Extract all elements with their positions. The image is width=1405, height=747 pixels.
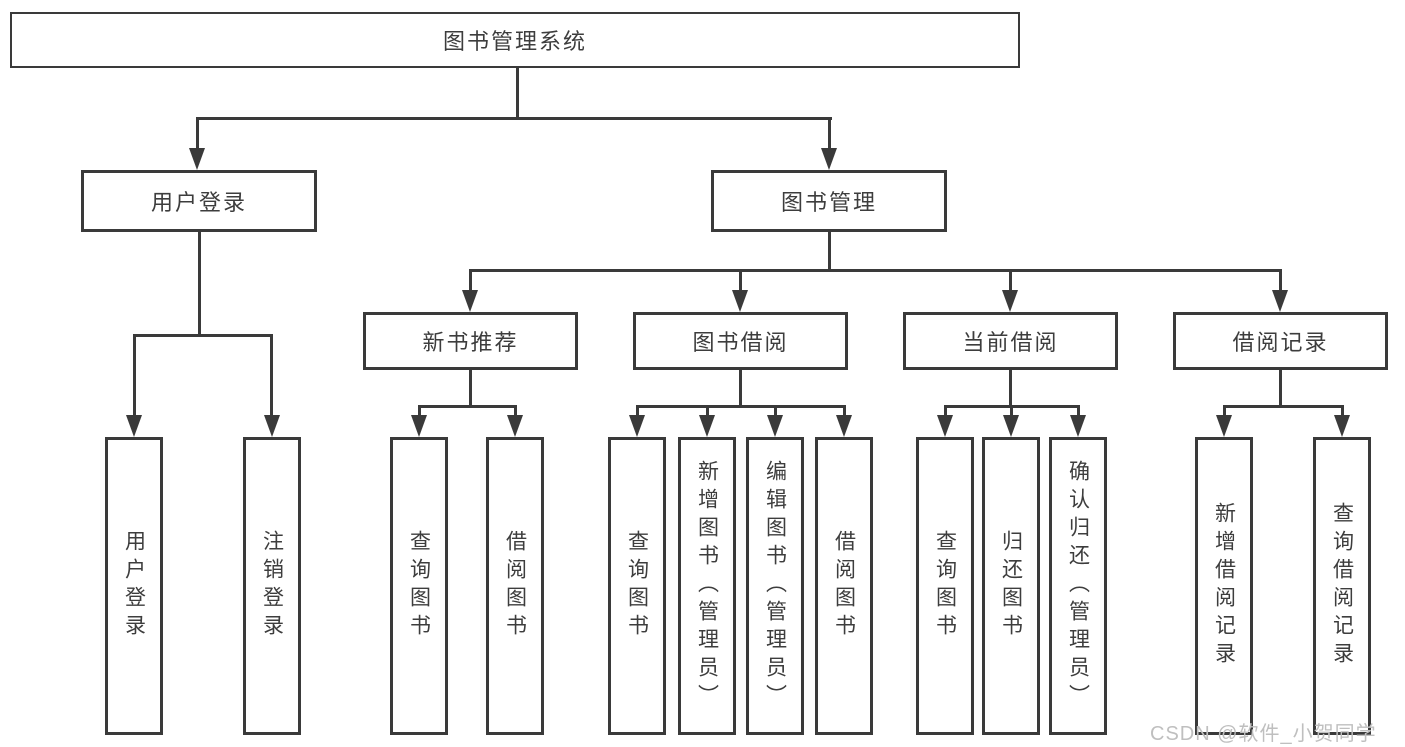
connector-bus (196, 117, 832, 120)
arrowhead-down-icon (411, 415, 427, 437)
leaf-user-login: 用户登录 (105, 437, 163, 735)
connector-stem (516, 68, 519, 120)
arrowhead-down-icon (1216, 415, 1232, 437)
connector-drop (270, 335, 273, 417)
arrowhead-down-icon (1070, 415, 1086, 437)
connector-drop (1223, 406, 1226, 418)
leaf-query-books-borrow: 查询图书 (608, 437, 666, 735)
connector-drop (1009, 270, 1012, 292)
connector-drop (1279, 270, 1282, 292)
connector-stem (739, 370, 742, 407)
connector-bus (418, 405, 517, 408)
connector-drop (133, 335, 136, 417)
arrowhead-down-icon (126, 415, 142, 437)
connector-stem (1009, 370, 1012, 407)
node-book-management: 图书管理 (711, 170, 947, 232)
connector-drop (196, 118, 199, 150)
leaf-borrow-books-recommend: 借阅图书 (486, 437, 544, 735)
connector-bus (636, 405, 846, 408)
arrowhead-down-icon (1272, 290, 1288, 312)
node-book-borrow: 图书借阅 (633, 312, 848, 370)
arrowhead-down-icon (767, 415, 783, 437)
connector-stem (469, 370, 472, 407)
arrowhead-down-icon (507, 415, 523, 437)
connector-bus (133, 334, 273, 337)
leaf-edit-book-admin: 编辑图书（管理员） (746, 437, 804, 735)
arrowhead-down-icon (1003, 415, 1019, 437)
connector-drop (418, 406, 421, 418)
connector-bus (1223, 405, 1344, 408)
arrowhead-down-icon (189, 148, 205, 170)
csdn-watermark: CSDN @软件_小贺同学 (1150, 723, 1377, 745)
leaf-confirm-return-admin: 确认归还（管理员） (1049, 437, 1107, 735)
connector-drop (514, 406, 517, 418)
arrowhead-down-icon (1002, 290, 1018, 312)
connector-drop (944, 406, 947, 418)
arrowhead-down-icon (732, 290, 748, 312)
node-borrow-records: 借阅记录 (1173, 312, 1388, 370)
arrowhead-down-icon (821, 148, 837, 170)
leaf-add-book-admin: 新增图书（管理员） (678, 437, 736, 735)
connector-drop (774, 406, 777, 418)
connector-drop (843, 406, 846, 418)
connector-drop (469, 270, 472, 292)
arrowhead-down-icon (462, 290, 478, 312)
arrowhead-down-icon (264, 415, 280, 437)
arrowhead-down-icon (699, 415, 715, 437)
leaf-query-books-current: 查询图书 (916, 437, 974, 735)
connector-drop (1077, 406, 1080, 418)
connector-bus (469, 269, 1282, 272)
arrowhead-down-icon (937, 415, 953, 437)
connector-drop (1341, 406, 1344, 418)
connector-drop (1010, 406, 1013, 418)
leaf-query-borrow-record: 查询借阅记录 (1313, 437, 1371, 735)
leaf-return-book: 归还图书 (982, 437, 1040, 735)
node-new-book-recommend: 新书推荐 (363, 312, 578, 370)
connector-drop (636, 406, 639, 418)
connector-drop (739, 270, 742, 292)
leaf-logout: 注销登录 (243, 437, 301, 735)
connector-drop (828, 118, 831, 150)
connector-stem (198, 232, 201, 336)
connector-drop (706, 406, 709, 418)
arrowhead-down-icon (629, 415, 645, 437)
leaf-query-books-recommend: 查询图书 (390, 437, 448, 735)
node-root: 图书管理系统 (10, 12, 1020, 68)
leaf-add-borrow-record: 新增借阅记录 (1195, 437, 1253, 735)
node-user-login-group: 用户登录 (81, 170, 317, 232)
node-current-borrow: 当前借阅 (903, 312, 1118, 370)
arrowhead-down-icon (836, 415, 852, 437)
arrowhead-down-icon (1334, 415, 1350, 437)
connector-stem (828, 232, 831, 271)
leaf-borrow-books: 借阅图书 (815, 437, 873, 735)
connector-stem (1279, 370, 1282, 407)
